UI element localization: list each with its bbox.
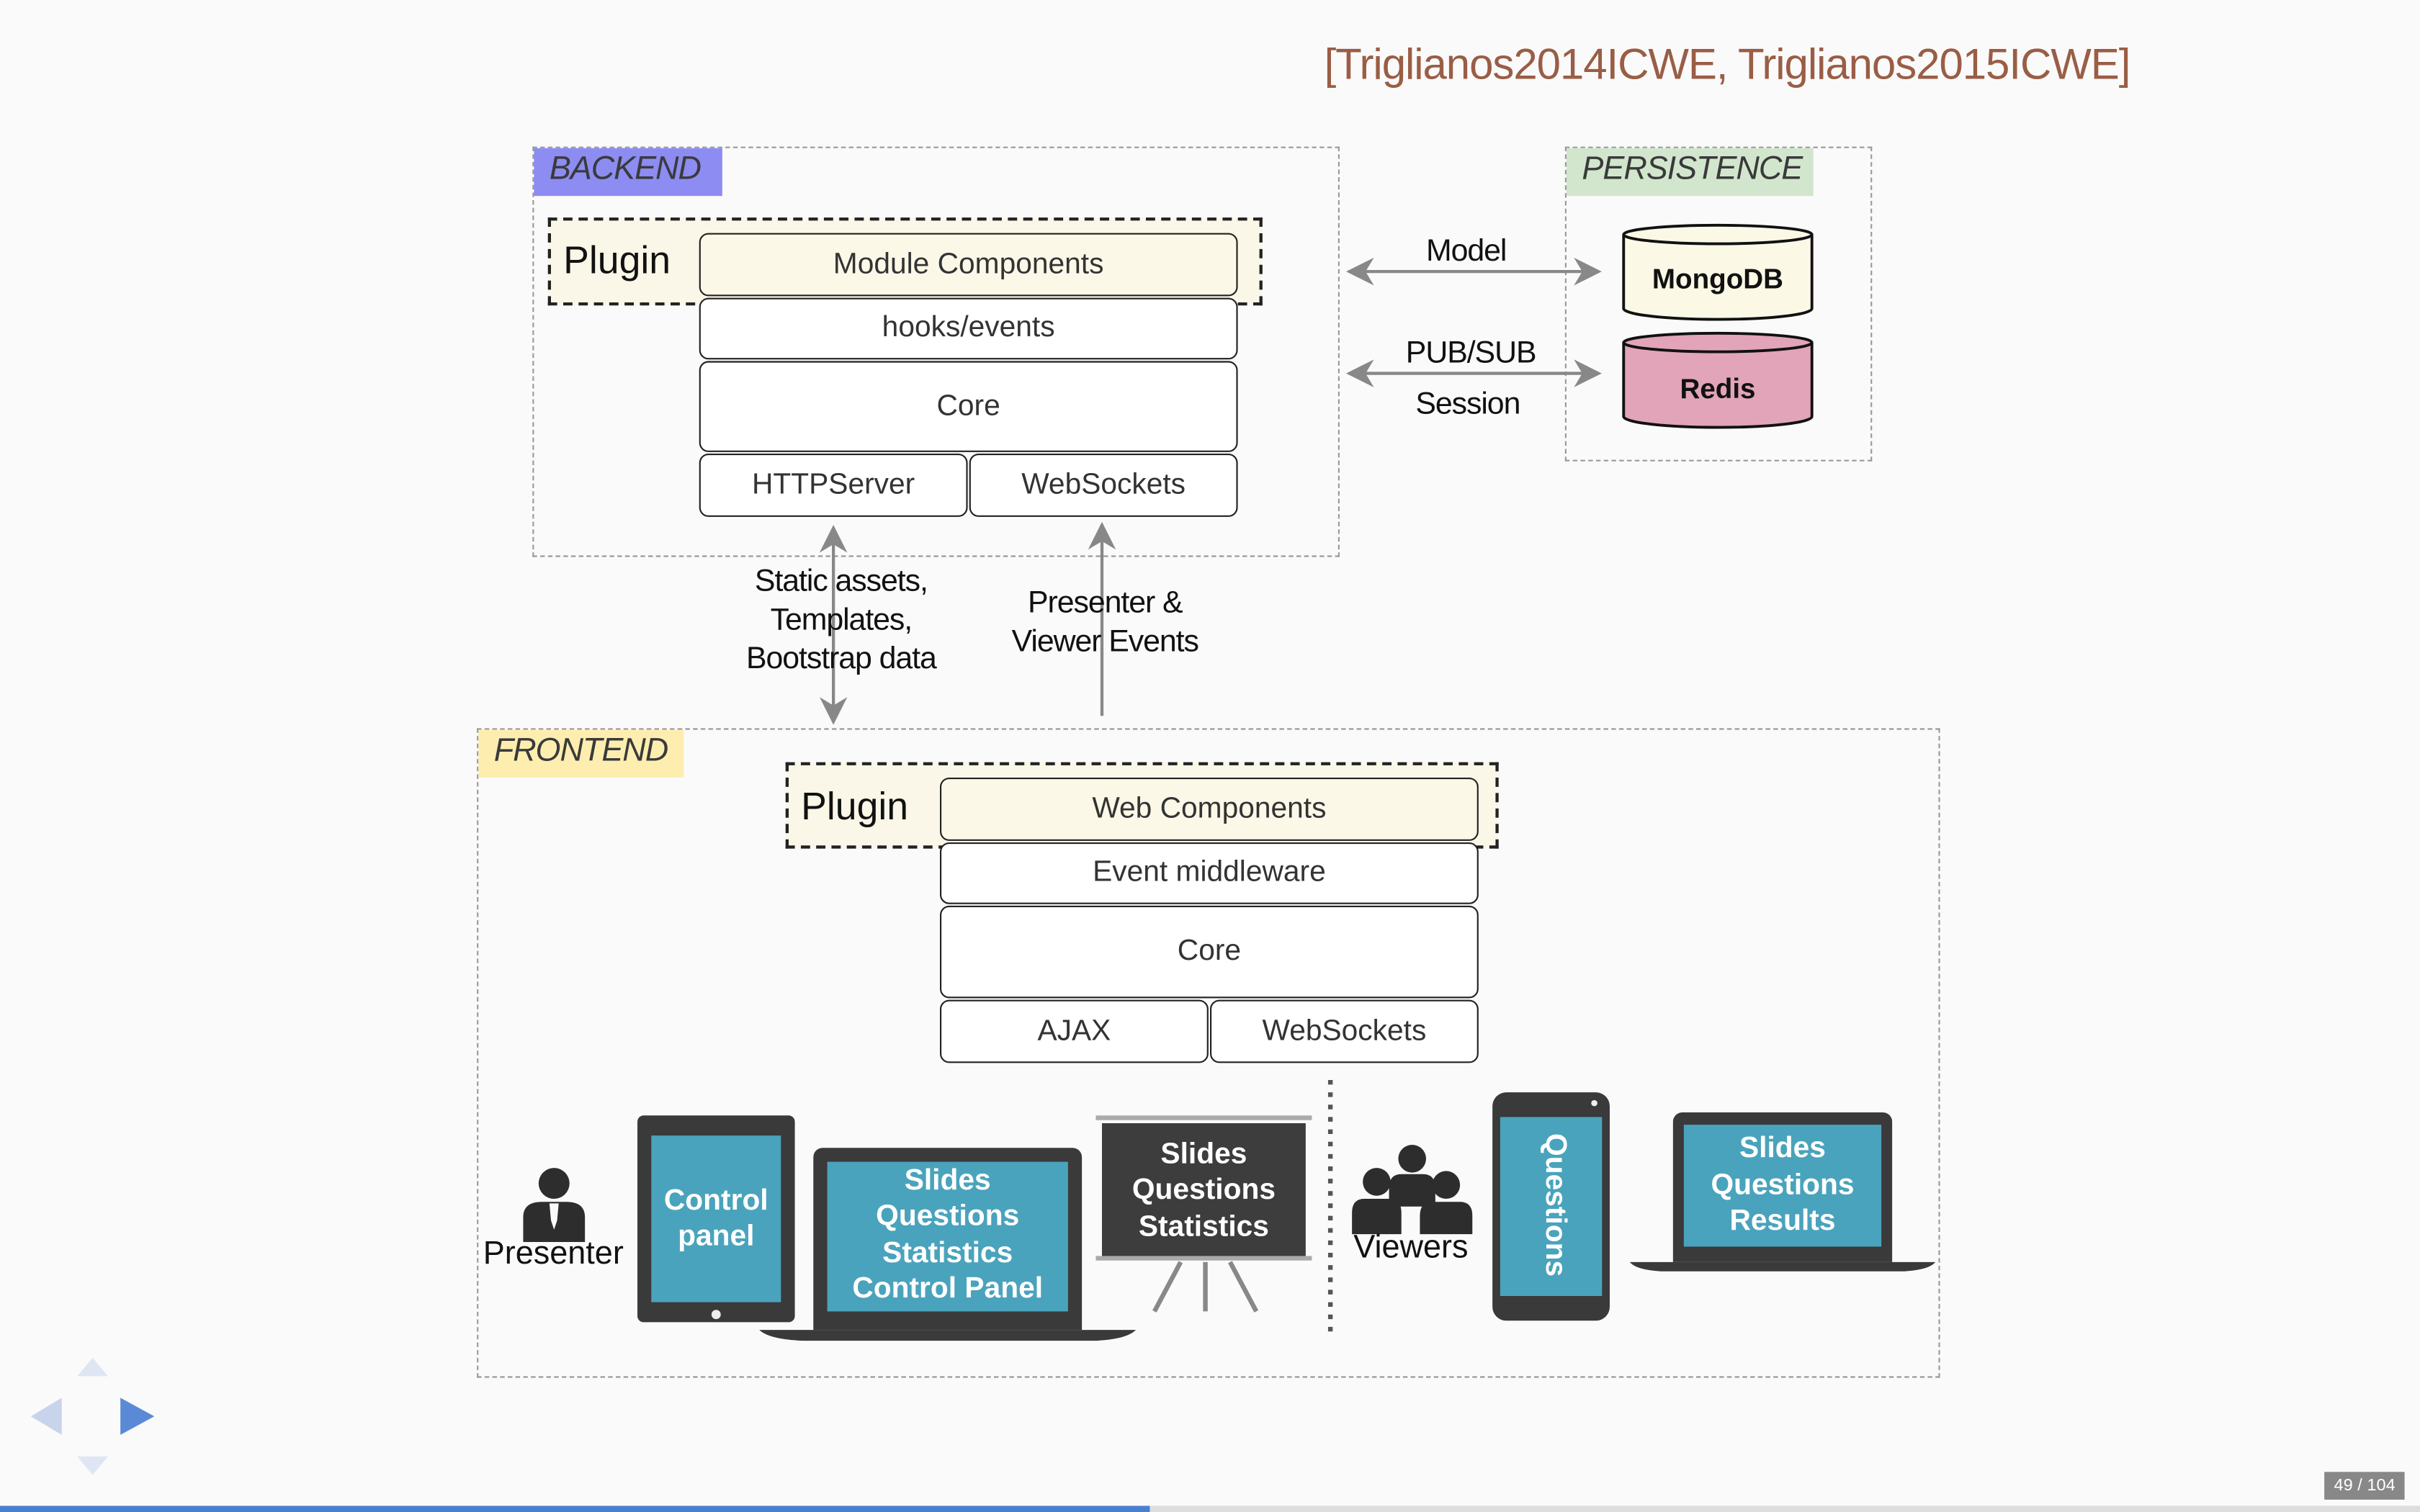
presenter-laptop-line-4: Control Panel <box>852 1272 1044 1305</box>
projector-line-3: Statistics <box>1138 1210 1269 1243</box>
database-icons <box>1622 223 1814 429</box>
pubsub-label: PUB/SUB <box>1405 336 1537 371</box>
viewer-laptop-line-3: Results <box>1729 1205 1836 1238</box>
tablet-screen: Control panel <box>651 1135 781 1302</box>
ajax: AJAX <box>940 999 1209 1063</box>
presenter-icon <box>523 1168 586 1242</box>
backend-label: BACKEND <box>534 148 722 197</box>
presenter-laptop-screen <box>827 1161 1068 1312</box>
progress-bar <box>0 1506 1150 1512</box>
citation: [Triglianos2014ICWE, Triglianos2015ICWE] <box>1324 40 2131 89</box>
redis-label: Redis <box>1680 373 1756 405</box>
viewer-laptop-screen <box>1683 1125 1882 1247</box>
phone-text: Questions <box>1538 1133 1572 1277</box>
tablet-line-1: Control <box>663 1184 768 1218</box>
hooks-events: hooks/events <box>699 297 1238 360</box>
viewer-laptop-line-1: Slides <box>1739 1133 1826 1166</box>
viewers-label: Viewers <box>1353 1229 1469 1266</box>
module-components: Module Components <box>699 233 1238 297</box>
phone-screen <box>1500 1117 1603 1296</box>
mongodb-label: MongoDB <box>1652 264 1784 295</box>
presenter-label: Presenter <box>483 1236 624 1272</box>
projector-line-1: Slides <box>1160 1138 1247 1171</box>
static-line-2: Templates, <box>770 603 913 637</box>
presenter-laptop-base <box>759 1330 1137 1341</box>
frontend-plugin-label: Plugin <box>801 785 909 829</box>
frontend-label: FRONTEND <box>478 729 684 778</box>
presenter-laptop-line-1: Slides <box>904 1164 991 1197</box>
events-note: Presenter & Viewer Events <box>987 585 1222 662</box>
backend-region <box>532 146 1340 557</box>
phone-camera <box>1591 1099 1597 1107</box>
http-server: HTTPServer <box>699 454 968 517</box>
viewer-laptop-base <box>1629 1261 1936 1272</box>
nav-right-icon[interactable] <box>120 1398 155 1435</box>
nav-up-icon[interactable] <box>77 1357 108 1377</box>
presenter-laptop-line-2: Questions <box>876 1200 1020 1233</box>
presenter-laptop-text: Slides Questions Statistics Control Pane… <box>828 1160 1068 1310</box>
viewers-icon <box>1352 1145 1473 1235</box>
model-label: Model <box>1425 234 1507 269</box>
frontend-core: Core <box>940 905 1479 999</box>
nav-left-icon[interactable] <box>30 1398 62 1435</box>
backend-plugin-label: Plugin <box>563 239 671 283</box>
nav-down-icon[interactable] <box>77 1456 108 1475</box>
events-line-2: Viewer Events <box>1011 624 1199 659</box>
slide-navigation <box>30 1357 155 1475</box>
projector-stand <box>1095 1256 1312 1313</box>
viewer-laptop-text: Slides Questions Results <box>1684 1125 1881 1246</box>
mongodb-cylinder <box>1622 223 1814 321</box>
events-line-1: Presenter & <box>1028 586 1183 621</box>
session-label: Session <box>1415 387 1520 421</box>
persistence-region <box>1564 146 1873 462</box>
static-line-3: Bootstrap data <box>745 642 937 676</box>
backend-core: Core <box>699 361 1238 452</box>
event-middleware: Event middleware <box>940 842 1479 904</box>
projector-screen <box>1102 1123 1306 1259</box>
static-line-1: Static assets, <box>754 564 928 599</box>
presenter-laptop-line-3: Statistics <box>882 1236 1013 1269</box>
page-counter: 49 / 104 <box>2324 1472 2405 1500</box>
viewer-laptop-line-2: Questions <box>1711 1169 1855 1202</box>
projector-text: Slides Questions Statistics <box>1102 1123 1306 1259</box>
static-assets-note: Static assets, Templates, Bootstrap data <box>722 563 960 679</box>
tablet-home-button <box>711 1310 721 1320</box>
frontend-websockets: WebSockets <box>1210 999 1479 1063</box>
persistence-label: PERSISTENCE <box>1567 148 1814 197</box>
tablet-line-2: panel <box>678 1220 755 1253</box>
projector-line-2: Questions <box>1131 1174 1276 1207</box>
progress-track <box>0 1506 2420 1512</box>
web-components: Web Components <box>940 778 1479 841</box>
projector-bar <box>1095 1115 1312 1120</box>
redis-cylinder <box>1622 331 1814 429</box>
backend-websockets: WebSockets <box>969 454 1238 517</box>
frontend-region <box>477 728 1940 1378</box>
